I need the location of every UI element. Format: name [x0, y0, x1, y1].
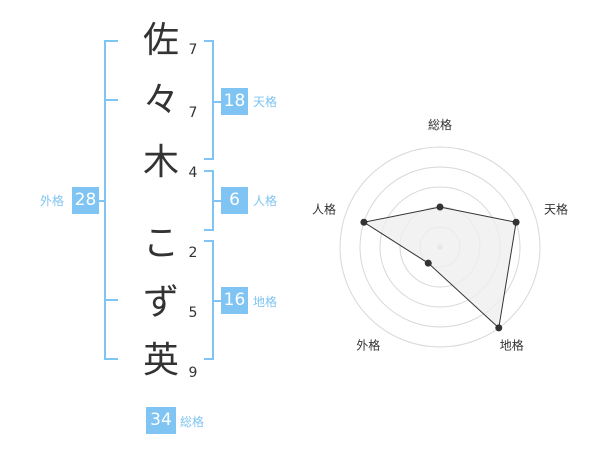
radar-data-polygon [362, 206, 517, 329]
chikaku-value: 16 [221, 287, 248, 314]
jinkaku-connector [212, 200, 222, 202]
name-char-3: 木 [142, 142, 179, 183]
tenkaku-bracket-bottom-tick [204, 158, 214, 160]
radar-axis-label-2: 天格 [544, 201, 568, 216]
gaikaku-bracket-bottom-tick [104, 358, 118, 360]
radar-point-3 [495, 324, 503, 332]
name-char-5: ず [142, 282, 179, 323]
jinkaku-bracket-top-tick [204, 170, 214, 172]
chikaku-label: 地格 [253, 295, 278, 309]
chikaku-bracket-bottom-tick [204, 358, 214, 360]
gaikaku-value: 28 [72, 187, 99, 214]
gaikaku-connector [98, 200, 106, 202]
name-char-6: 英 [142, 340, 179, 381]
tenkaku-bracket-line [212, 40, 214, 160]
gaikaku-label: 外格 [40, 194, 65, 208]
stroke-count-5: 5 [188, 305, 198, 321]
stroke-count-6: 9 [188, 365, 198, 381]
radar-axis-label-4: 外格 [356, 338, 380, 353]
radar-point-1 [436, 203, 444, 211]
chikaku-bracket-top-tick [204, 240, 214, 242]
tenkaku-bracket-top-tick [204, 40, 214, 42]
name-char-2: 々 [142, 80, 179, 121]
gaikaku-bracket-tick-5 [104, 299, 118, 301]
name-char-1: 佐 [142, 20, 179, 61]
soukaku-label: 総格 [180, 415, 205, 429]
stroke-count-4: 2 [188, 245, 198, 261]
gaikaku-bracket-tick-2 [104, 99, 118, 101]
soukaku-value: 34 [146, 407, 176, 434]
chikaku-connector [212, 300, 222, 302]
radar-point-2 [512, 218, 520, 226]
tenkaku-connector [212, 101, 222, 103]
radar-axis-label-5: 人格 [312, 201, 336, 216]
gaikaku-bracket-top-tick [104, 40, 118, 42]
radar-grid-ring-5 [339, 146, 541, 348]
radar-axis-label-1: 総格 [428, 117, 452, 132]
stroke-count-3: 4 [188, 165, 198, 181]
stroke-count-2: 7 [188, 105, 198, 121]
tenkaku-value: 18 [221, 88, 248, 115]
name-char-4: こ [142, 223, 179, 264]
jinkaku-label: 人格 [253, 194, 278, 208]
stroke-count-1: 7 [188, 42, 198, 58]
radar-axis-label-3: 地格 [500, 338, 524, 353]
radar-point-5 [360, 218, 368, 226]
jinkaku-value: 6 [221, 187, 248, 214]
radar-point-4 [424, 259, 432, 267]
radar-grid-ring-4 [359, 166, 521, 328]
tenkaku-label: 天格 [253, 95, 278, 109]
jinkaku-bracket-bottom-tick [204, 229, 214, 231]
